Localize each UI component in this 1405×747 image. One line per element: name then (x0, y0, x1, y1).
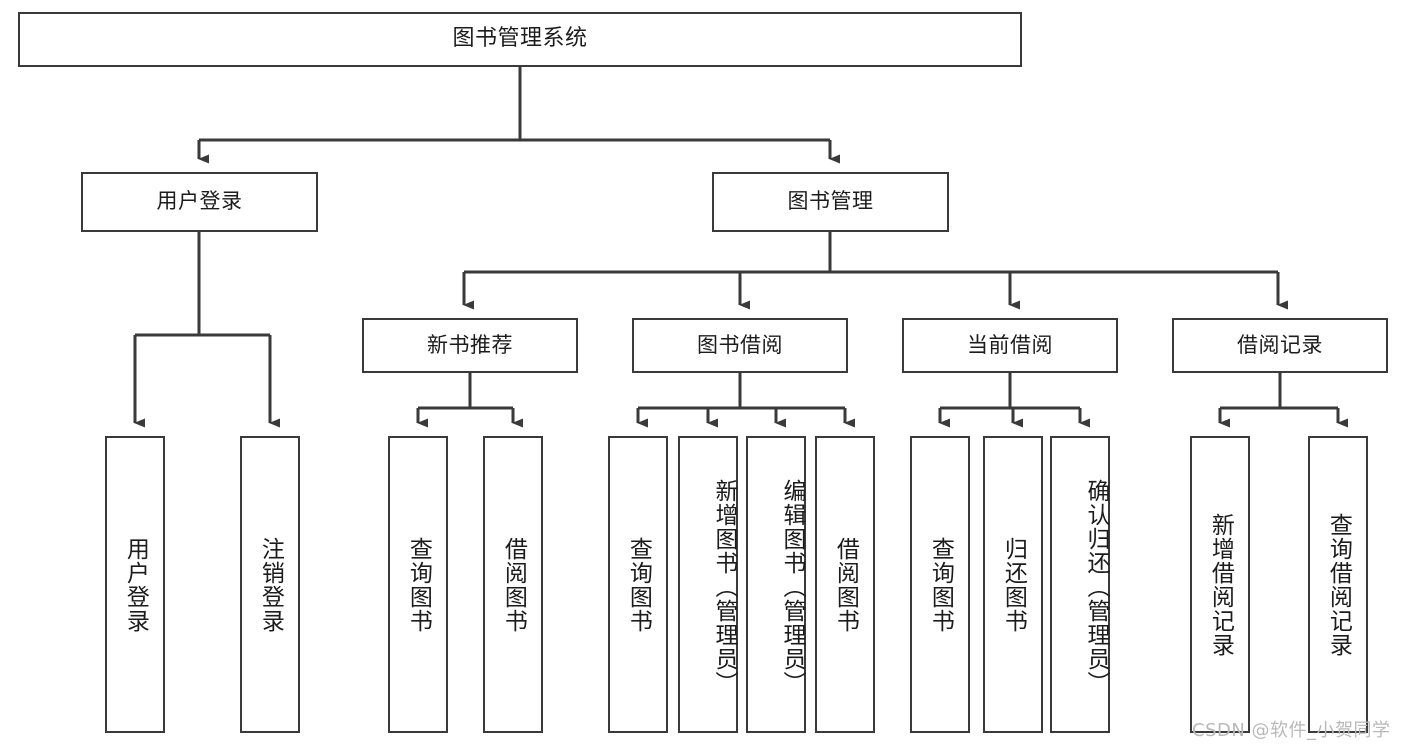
leaf-query-book-recommend[interactable]: 查询图书 (388, 436, 448, 733)
leaf-query-book-borrow[interactable]: 查询图书 (608, 436, 668, 733)
node-label: 新增图书（管理员） (711, 478, 737, 695)
node-label: 注销登录 (257, 536, 284, 633)
node-user-login[interactable]: 用户登录 (81, 172, 318, 232)
node-label: 新增借阅记录 (1207, 512, 1234, 657)
node-label: 确认归还（管理员） (1083, 478, 1109, 695)
leaf-add-book-admin[interactable]: 新增图书（管理员） (678, 436, 738, 733)
leaf-edit-book-admin[interactable]: 编辑图书（管理员） (746, 436, 806, 733)
leaf-logout-login[interactable]: 注销登录 (240, 436, 300, 733)
node-label: 查询图书 (405, 536, 432, 633)
node-label: 图书管理系统 (452, 26, 588, 52)
leaf-query-borrow-record[interactable]: 查询借阅记录 (1308, 436, 1368, 733)
node-book-borrow[interactable]: 图书借阅 (632, 318, 848, 373)
node-borrow-record[interactable]: 借阅记录 (1172, 318, 1388, 373)
leaf-return-book[interactable]: 归还图书 (983, 436, 1043, 733)
node-label: 编辑图书（管理员） (779, 478, 805, 695)
node-label: 图书借阅 (697, 332, 783, 357)
node-label: 查询借阅记录 (1325, 512, 1352, 657)
connector-group (133, 67, 1348, 428)
node-label: 查询图书 (927, 536, 954, 633)
node-current-borrow[interactable]: 当前借阅 (902, 318, 1118, 373)
node-new-book-recommend[interactable]: 新书推荐 (362, 318, 578, 373)
leaf-user-login[interactable]: 用户登录 (105, 436, 165, 733)
leaf-borrow-book-borrow[interactable]: 借阅图书 (815, 436, 875, 733)
node-label: 借阅图书 (500, 536, 527, 633)
node-label: 当前借阅 (967, 332, 1053, 357)
node-book-management[interactable]: 图书管理 (712, 172, 949, 232)
leaf-add-borrow-record[interactable]: 新增借阅记录 (1190, 436, 1250, 733)
node-label: 用户登录 (122, 536, 149, 633)
node-label: 查询图书 (625, 536, 652, 633)
node-root-book-management-system[interactable]: 图书管理系统 (18, 12, 1022, 67)
node-label: 借阅记录 (1237, 332, 1323, 357)
node-label: 图书管理 (787, 189, 874, 214)
leaf-query-book-current[interactable]: 查询图书 (910, 436, 970, 733)
leaf-borrow-book-recommend[interactable]: 借阅图书 (483, 436, 543, 733)
node-label: 用户登录 (156, 189, 243, 214)
node-label: 归还图书 (1000, 536, 1027, 633)
node-label: 新书推荐 (427, 332, 513, 357)
leaf-confirm-return-admin[interactable]: 确认归还（管理员） (1050, 436, 1110, 733)
node-label: 借阅图书 (832, 536, 859, 633)
